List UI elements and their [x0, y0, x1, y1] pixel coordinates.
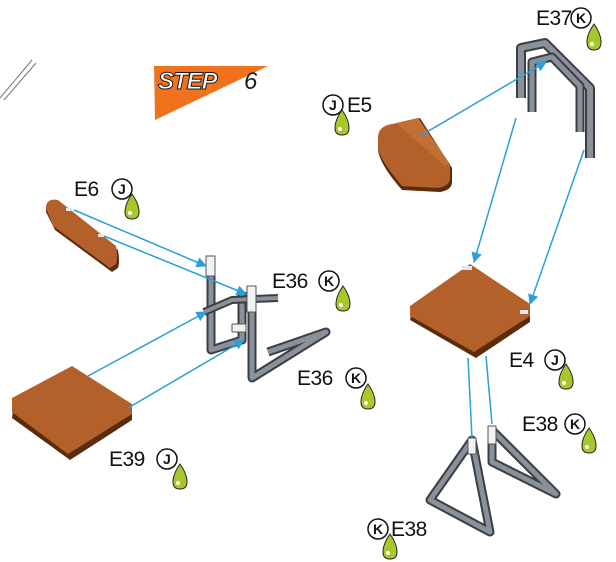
- part-label-e36-top: E36: [272, 270, 308, 293]
- svg-text:K: K: [570, 416, 580, 432]
- svg-text:K: K: [576, 10, 586, 26]
- tool-icons: K J J K K: [111, 7, 602, 560]
- svg-text:J: J: [118, 181, 126, 197]
- part-label-e38-right: E38: [522, 413, 558, 436]
- tool-k-icon-e38-left: K: [367, 518, 398, 560]
- svg-text:K: K: [373, 521, 383, 537]
- part-label-e37: E37: [536, 7, 572, 30]
- frame-e37: [516, 38, 595, 158]
- cut-edge-lines: [0, 59, 37, 101]
- tool-k-icon-e37: K: [570, 7, 602, 51]
- part-label-e39: E39: [109, 448, 145, 471]
- step-banner: [154, 66, 268, 120]
- part-label-e36-bottom: E36: [297, 367, 333, 390]
- frame-e38-pair: [425, 425, 561, 537]
- panel-e6: [46, 199, 119, 272]
- step-title: STEP: [158, 68, 219, 96]
- panel-e4: [410, 264, 530, 358]
- part-label-e6: E6: [74, 178, 99, 201]
- tool-j-icon-e5: J: [322, 94, 350, 136]
- svg-text:K: K: [351, 370, 361, 386]
- assembly-arrows: [73, 61, 585, 409]
- step-number: 6: [244, 68, 258, 95]
- part-label-e5: E5: [347, 94, 372, 117]
- svg-text:J: J: [329, 97, 337, 113]
- assembly-arrows-down: [467, 355, 493, 439]
- tool-k-icon-e38-right: K: [564, 413, 597, 454]
- tool-k-icon-e36-top: K: [318, 270, 351, 312]
- tool-k-icon-e36-bottom: K: [345, 367, 376, 410]
- svg-text:J: J: [551, 352, 559, 368]
- svg-text:J: J: [163, 451, 171, 467]
- tool-j-icon-e4: J: [544, 349, 574, 390]
- part-label-e4: E4: [509, 349, 534, 372]
- part-label-e38-left: E38: [391, 518, 427, 541]
- frame-e36-pair: [202, 255, 331, 383]
- tool-j-icon-e6: J: [111, 178, 140, 220]
- panel-e5: [378, 118, 452, 192]
- svg-text:K: K: [324, 273, 334, 289]
- tool-j-icon-e39: J: [156, 448, 188, 490]
- panel-e39: [12, 366, 132, 460]
